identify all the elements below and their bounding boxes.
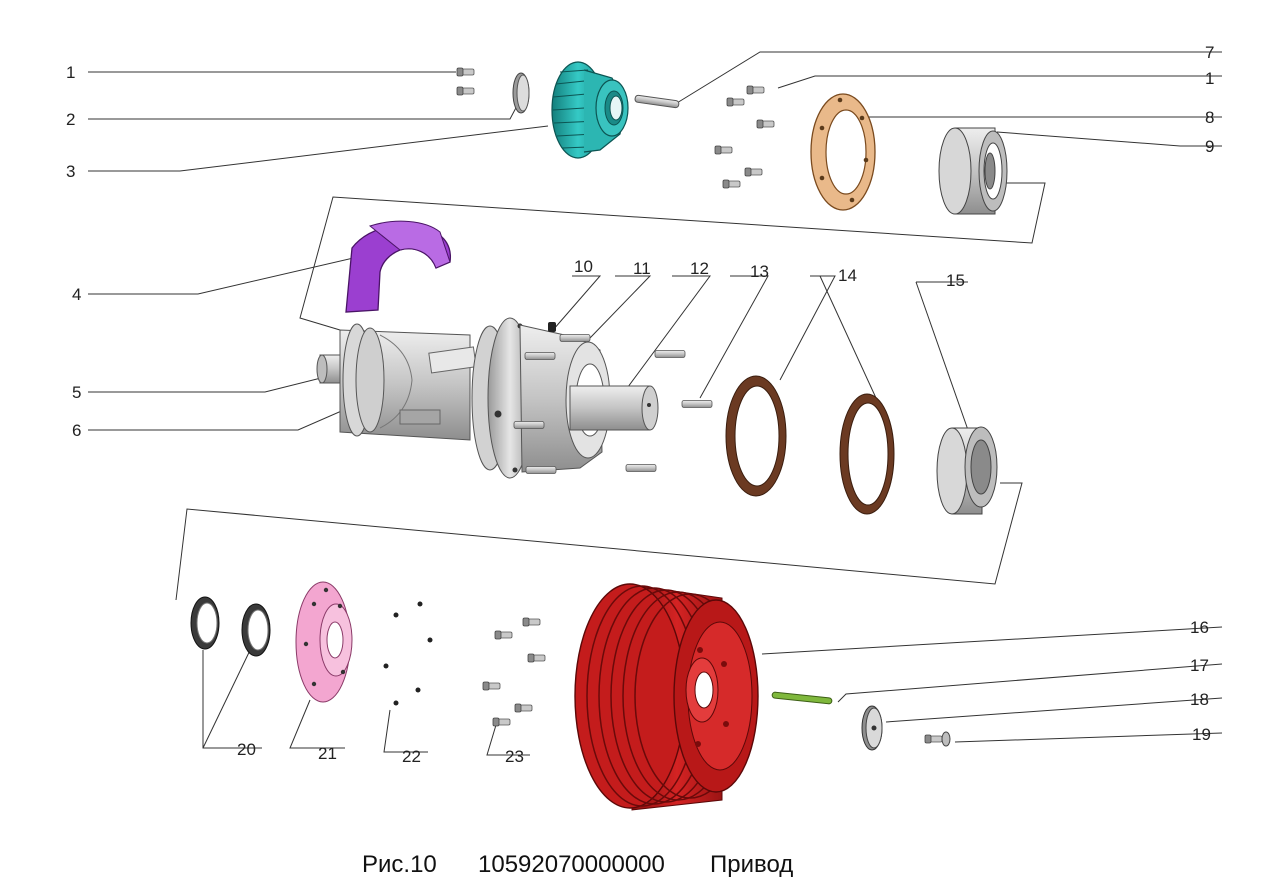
callout-16: 16	[1190, 618, 1209, 637]
callout-1-right: 1	[1205, 69, 1214, 88]
callout-21: 21	[318, 744, 337, 763]
part-23-screws	[482, 617, 546, 727]
part-1-bolts-left	[456, 67, 475, 96]
part-10-nut	[548, 322, 556, 332]
part-22-nuts	[383, 601, 433, 706]
part-20-seal-rings	[190, 596, 271, 657]
part-8-flange-gasket	[810, 93, 876, 211]
callout-15: 15	[946, 271, 965, 290]
callout-19: 19	[1192, 725, 1211, 744]
callout-20: 20	[237, 740, 256, 759]
leader-lines	[88, 51, 1223, 756]
part-2-washer	[512, 72, 530, 114]
callout-10: 10	[574, 257, 593, 276]
part-1-bolts-right	[714, 85, 775, 189]
callout-5: 5	[72, 383, 81, 402]
caption-part-code: 10592070000000	[478, 851, 665, 878]
part-17-pin	[771, 691, 833, 705]
part-9-bearing	[938, 127, 1008, 215]
part-21-flange	[295, 581, 353, 703]
callout-2: 2	[66, 110, 75, 129]
part-16-pulley	[574, 583, 759, 811]
callout-13: 13	[750, 262, 769, 281]
part-4-half-liner	[345, 220, 452, 313]
callout-22: 22	[402, 747, 421, 766]
callout-11: 11	[633, 259, 651, 278]
part-15-bearing	[936, 426, 998, 515]
callout-1: 1	[66, 63, 75, 82]
part-14-gaskets	[725, 375, 895, 515]
callout-3: 3	[66, 162, 75, 181]
callout-17: 17	[1190, 656, 1209, 675]
callout-7: 7	[1205, 43, 1214, 62]
callout-18: 18	[1190, 690, 1209, 709]
part-3-bevel-gear	[551, 61, 629, 159]
callout-labels: 1 2 3 4 5 6 7 1 8 9 10 11 12 13 14 15 16…	[66, 43, 1214, 766]
caption-part-name: Привод	[710, 851, 793, 878]
part-18-washer	[861, 705, 883, 751]
callout-14: 14	[838, 266, 857, 285]
callout-12: 12	[690, 259, 709, 278]
part-5-6-housing-shaft	[316, 317, 659, 479]
callout-23: 23	[505, 747, 524, 766]
callout-9: 9	[1205, 137, 1214, 156]
caption-figure-number: Рис.10	[362, 851, 437, 878]
figure-caption: Рис.10 10592070000000 Привод	[362, 851, 793, 878]
callout-6: 6	[72, 421, 81, 440]
callout-8: 8	[1205, 108, 1214, 127]
callout-4: 4	[72, 285, 81, 304]
part-19-bolts	[924, 731, 951, 747]
part-7-pin	[634, 94, 680, 109]
